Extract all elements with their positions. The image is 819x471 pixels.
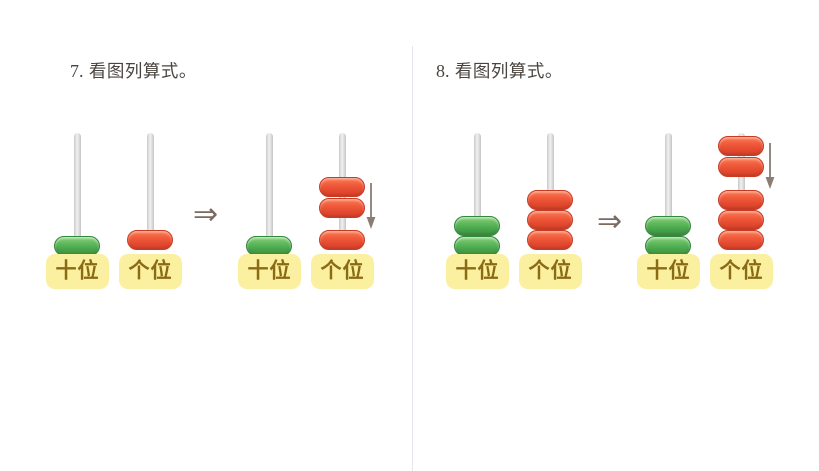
bead-green [246, 236, 292, 256]
bead-red-floating [718, 136, 764, 156]
problem-8-abacus-before: 十位 个位 [446, 120, 592, 300]
place-plate-tens: 十位 [238, 254, 301, 289]
implies-arrow-icon: ⇒ [193, 197, 219, 232]
bead-green [454, 216, 500, 236]
place-plate-ones: 个位 [710, 254, 773, 289]
bead-red-floating [718, 157, 764, 177]
rod-ones [547, 133, 554, 211]
bead-red [718, 210, 764, 230]
bead-green [54, 236, 100, 256]
rod-ones [147, 133, 154, 249]
rod-tens [266, 133, 273, 255]
place-label-tens: 十位 [646, 259, 691, 283]
problem-7-title-text: 看图列算式。 [88, 61, 197, 81]
place-label-tens: 十位 [247, 259, 292, 283]
place-plate-tens: 十位 [637, 254, 700, 289]
problem-8: 8. 看图列算式。 十位 个位 ⇒ [412, 0, 819, 471]
down-arrow-icon [765, 143, 775, 189]
problem-8-number: 8. [436, 61, 450, 81]
problem-7-abacus-after: 十位 个位 [238, 120, 384, 300]
bead-red [319, 230, 365, 250]
place-label-ones: 个位 [528, 259, 573, 283]
problem-8-abacus-after: 十位 个位 [637, 120, 787, 300]
bead-green [645, 216, 691, 236]
bead-red [127, 230, 173, 250]
bead-red-floating [319, 177, 365, 197]
place-plate-ones: 个位 [519, 254, 582, 289]
rod-tens [474, 133, 481, 237]
bead-red [718, 190, 764, 210]
place-plate-ones: 个位 [119, 254, 182, 289]
bead-green [645, 236, 691, 256]
bead-red [527, 230, 573, 250]
place-label-tens: 十位 [55, 259, 100, 283]
problem-7-title: 7. 看图列算式。 [70, 58, 197, 83]
problem-7-abacus-before: 十位 个位 [46, 120, 192, 300]
rod-tens [74, 133, 81, 255]
problem-8-title-text: 看图列算式。 [454, 61, 563, 81]
bead-red [718, 230, 764, 250]
problem-7: 7. 看图列算式。 十位 个位 ⇒ 十位 [46, 58, 384, 300]
place-plate-tens: 十位 [446, 254, 509, 289]
place-label-tens: 十位 [455, 259, 500, 283]
place-plate-ones: 个位 [311, 254, 374, 289]
rod-tens [665, 133, 672, 237]
place-label-ones: 个位 [320, 259, 365, 283]
problem-7-number: 7. [70, 61, 84, 81]
implies-arrow-icon: ⇒ [597, 204, 623, 239]
bead-red-floating [319, 198, 365, 218]
down-arrow-icon [366, 183, 376, 229]
place-plate-tens: 十位 [46, 254, 109, 289]
problem-8-title: 8. 看图列算式。 [436, 58, 563, 83]
column-divider [412, 46, 413, 471]
bead-green [454, 236, 500, 256]
place-label-ones: 个位 [128, 259, 173, 283]
place-label-ones: 个位 [719, 259, 764, 283]
bead-red [527, 190, 573, 210]
bead-red [527, 210, 573, 230]
